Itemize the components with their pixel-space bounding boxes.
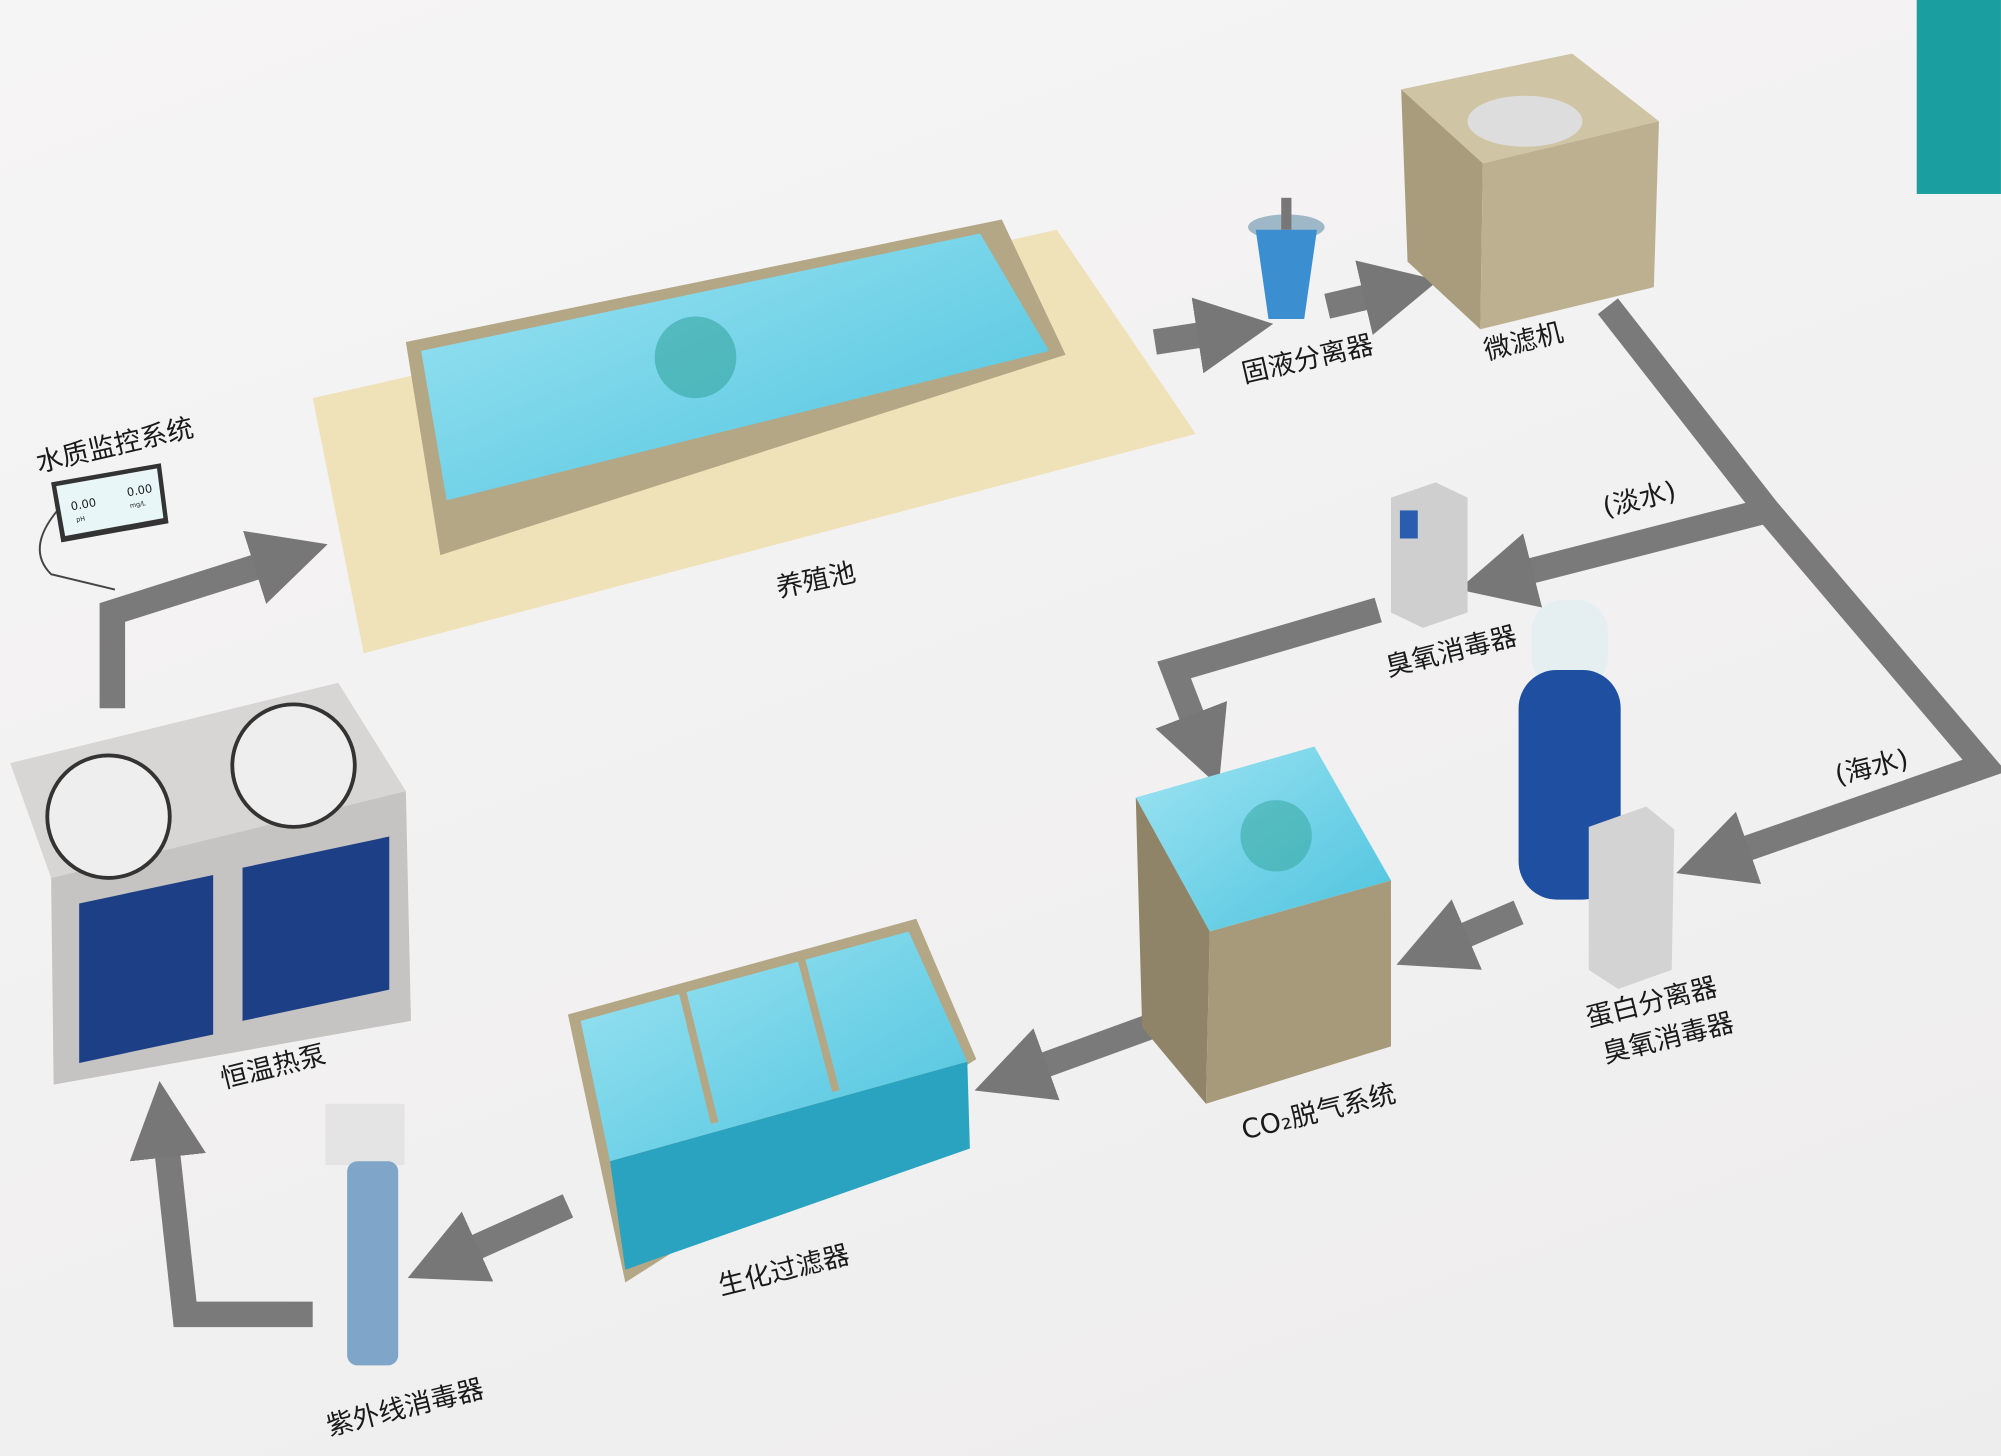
solid-liquid-separator (1248, 197, 1325, 320)
arrow-pond-to-separator (1152, 297, 1274, 374)
label-monitor: 水质监控系统 (33, 413, 197, 479)
accent-block (1916, 0, 2001, 194)
monitor-unit-left: pH (76, 514, 86, 523)
fan-icon (45, 753, 172, 880)
label-co2: CO₂脱气系统 (1238, 1078, 1398, 1146)
label-uv: 紫外线消毒器 (323, 1373, 487, 1442)
ozone-disinfector-fresh (1390, 482, 1468, 628)
label-solid-separator: 固液分离器 (1239, 329, 1377, 389)
co2-degassing-tank (1135, 746, 1391, 1104)
water-quality-monitor: 0.00 pH 0.00 mg/L (38, 463, 169, 591)
arrow-protein-to-co2 (1396, 899, 1524, 970)
arrow-uv-to-pump (129, 1081, 313, 1328)
label-pond: 养殖池 (773, 557, 858, 604)
microfilter-machine (1401, 53, 1659, 330)
monitor-value-right: 0.00 (126, 481, 154, 499)
arrow-separator-to-microfilter (1324, 260, 1439, 335)
monitor-value-left: 0.00 (70, 495, 98, 513)
flow-arrows (99, 260, 2001, 1328)
pipe-microfilter-main (1597, 298, 2001, 885)
culture-pond (312, 219, 1196, 654)
arrow-ozone-to-co2 (1155, 597, 1382, 787)
arrow-biofilter-to-uv (407, 1194, 574, 1282)
uv-sterilizer (325, 1103, 405, 1366)
protein-skimmer (1518, 599, 1675, 989)
arrow-co2-to-biofilter (974, 1015, 1153, 1101)
label-ozone-fresh: 臭氧消毒器 (1383, 621, 1521, 684)
monitor-unit-right: mg/L (129, 499, 147, 510)
biochemical-filter (567, 918, 977, 1283)
fan-icon (230, 702, 357, 829)
label-biofilter: 生化过滤器 (715, 1239, 853, 1302)
arrow-pump-to-pond (99, 530, 328, 709)
label-freshwater: (淡水) (1600, 476, 1680, 524)
heat-pump (10, 682, 411, 1085)
arrow-freshwater (1458, 498, 1771, 608)
